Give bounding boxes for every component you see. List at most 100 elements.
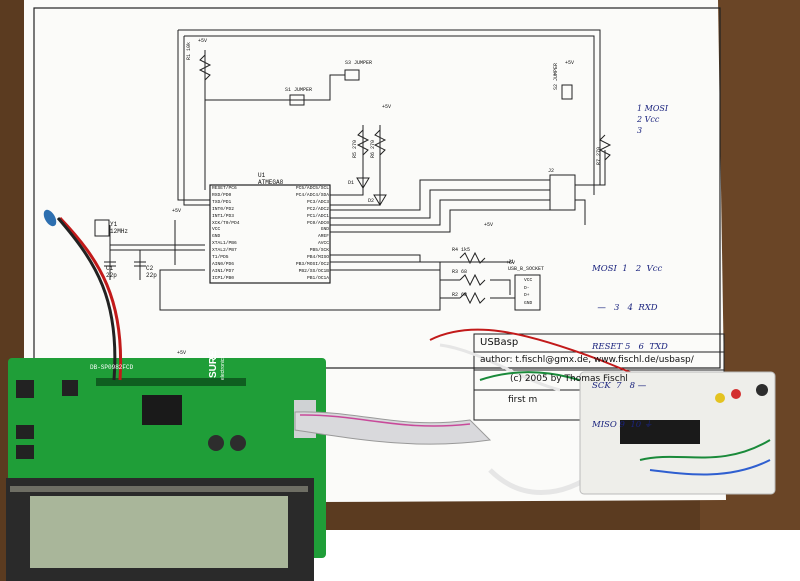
red-wire xyxy=(58,216,123,381)
black-wire xyxy=(56,217,117,381)
note-line: 3 xyxy=(637,126,643,135)
header-j2 xyxy=(549,174,576,211)
jumper-s1 xyxy=(289,94,305,106)
crystal-value: 12MHz xyxy=(110,228,129,235)
r2-label: R2 68 xyxy=(452,292,468,298)
usb-pin: D- xyxy=(524,285,530,291)
capacitor-board xyxy=(230,435,246,451)
jumper-s3 xyxy=(344,69,360,81)
mcu-pin-right: AVCC xyxy=(317,241,329,247)
vcc-label: +5V xyxy=(198,38,208,44)
header-j2-ref: J2 xyxy=(548,168,555,174)
mcu-pin-left: VCC xyxy=(212,227,221,233)
capacitor-board xyxy=(208,435,224,451)
led-red xyxy=(731,389,741,399)
r3-label: R3 68 xyxy=(452,269,468,275)
pinout-row: MOSI 1 2 Vcc xyxy=(592,264,663,274)
mcu-pin-left: GND xyxy=(212,234,221,240)
mcu-pin-right: PC4/ADC4/SDA xyxy=(295,192,329,198)
mcu-pin-right: PB1/OC1A xyxy=(306,275,329,281)
r5-label: R5 270 xyxy=(352,139,358,158)
breadboard-wire xyxy=(639,439,771,461)
capacitor-symbols xyxy=(104,261,146,267)
mcu-pin-left: RXD/PD0 xyxy=(212,192,232,198)
jumper-s2-label: S2 JUMPER xyxy=(553,62,559,90)
handwritten-notes-top: 1 MOSI 2 Vcc 3 xyxy=(637,103,668,136)
mcu-pin-left: XTAL2/PB7 xyxy=(212,248,237,254)
vcc-label: +5V xyxy=(506,260,516,266)
jumper-s3-label: S3 JUMPER xyxy=(345,60,373,66)
note-line: 2 Vcc xyxy=(637,115,660,124)
mcu-pin-left: RESET/PC6 xyxy=(212,186,237,191)
mcu-pin-right: PC2/ADC2 xyxy=(306,206,329,212)
mcu-pin-right: PB5/SCK xyxy=(309,248,329,254)
lcd-pins xyxy=(10,486,308,492)
mcu-pin-left: XCK/T0/PD4 xyxy=(212,220,240,226)
blue-capacitor xyxy=(43,209,57,227)
cap-c1-value: 22p xyxy=(106,272,117,279)
usb-pin: GND xyxy=(524,300,533,306)
vcc-label: +5V xyxy=(484,222,494,228)
pushbutton xyxy=(16,445,34,459)
led-d2-label: D2 xyxy=(368,198,375,204)
led-d1-label: D1 xyxy=(348,180,355,186)
mcu-pin-right: PB4/MISO xyxy=(306,255,329,261)
usb-pin: VCC xyxy=(524,278,533,283)
pcb-brand-sub: electronics xyxy=(220,356,226,380)
pushbutton xyxy=(62,380,78,396)
r7-label: R7 270 xyxy=(596,146,602,165)
mcu-ref: U1 xyxy=(258,172,266,179)
pinout-row: SCK 7 8 — xyxy=(592,381,647,391)
pinout-row: RESET 5 6 TXD xyxy=(592,342,668,352)
mcu-pin-left: T1/PD5 xyxy=(212,255,229,261)
mcu-pin-right: PC0/ADC0 xyxy=(306,220,329,226)
vcc-label: +5V xyxy=(177,350,187,356)
cap-c2-value: 22p xyxy=(146,272,157,279)
crystal-board xyxy=(756,384,768,396)
vcc-label: +5V xyxy=(565,60,575,66)
mcu-pin-left: TXD/PD1 xyxy=(212,199,232,205)
crystal-symbol xyxy=(94,219,110,237)
usb-pin: D+ xyxy=(524,293,530,298)
pinout-row: — 3 4 RXD xyxy=(592,303,658,313)
vcc-label: +5V xyxy=(382,104,392,110)
vcc-label: +5V xyxy=(172,208,182,214)
mcu-part: ATMEGA8 xyxy=(258,179,284,186)
mcu-pin-left: INT0/PD2 xyxy=(212,206,235,212)
mcu-pins-right: PC5/ADC5/SCL PC4/ADC4/SDA PC3/ADC3 PC2/A… xyxy=(284,186,329,283)
led-d1 xyxy=(356,177,370,189)
mcu-pin-left: AIN1/PD7 xyxy=(212,268,235,274)
title-block-first: first m xyxy=(508,395,538,405)
title-block-copyright: (c) 2005 by Thomas Fischl xyxy=(510,374,628,384)
mcu-pins-left: RESET/PC6 RXD/PD0 TXD/PD1 INT0/PD2 INT1/… xyxy=(212,186,240,283)
usb-socket-pins: VCC D- D+ GND xyxy=(524,277,532,307)
mcu-pin-right: GND xyxy=(320,227,329,233)
lcd-screen xyxy=(30,496,288,568)
led-d2 xyxy=(373,194,387,206)
pin-header xyxy=(96,378,246,386)
pcb-silk-label: DB-SP0982FCD xyxy=(90,364,134,371)
title-block-title: USBasp xyxy=(480,337,519,348)
mcu-pin-right: PC3/ADC3 xyxy=(306,199,329,205)
mcu-pin-right: PC5/ADC5/SCL xyxy=(295,186,329,191)
cap-c1-ref: C1 xyxy=(106,265,114,272)
title-block-author: author: t.fischl@gmx.de, www.fischl.de/u… xyxy=(480,355,694,365)
crystal-ref: Y1 xyxy=(110,221,118,228)
r1-label: R1 10k xyxy=(186,41,192,60)
mcu-pin-right: PB3/MOSI/OC2 xyxy=(295,261,329,267)
usb-socket-symbol xyxy=(514,274,541,311)
jumper-s2 xyxy=(561,84,573,100)
handwritten-pinout: MOSI 1 2 Vcc — 3 4 RXD RESET 5 6 TXD SCK… xyxy=(592,237,668,445)
mcu-chip-board xyxy=(142,395,182,425)
mcu-chip xyxy=(209,184,331,284)
pcb-brand: SURE xyxy=(208,350,219,378)
breadboard-wire xyxy=(649,459,771,476)
usb-socket-ref: J1 xyxy=(508,259,515,265)
r6-label: R6 270 xyxy=(370,139,376,158)
r4-label: R4 1k5 xyxy=(452,247,471,253)
mcu-pin-right: AREF xyxy=(317,234,329,240)
white-area-bottom xyxy=(310,530,800,581)
jumper-wire-white xyxy=(439,343,561,392)
mcu-pin-right: PB2/SS/OC1B xyxy=(298,268,329,274)
